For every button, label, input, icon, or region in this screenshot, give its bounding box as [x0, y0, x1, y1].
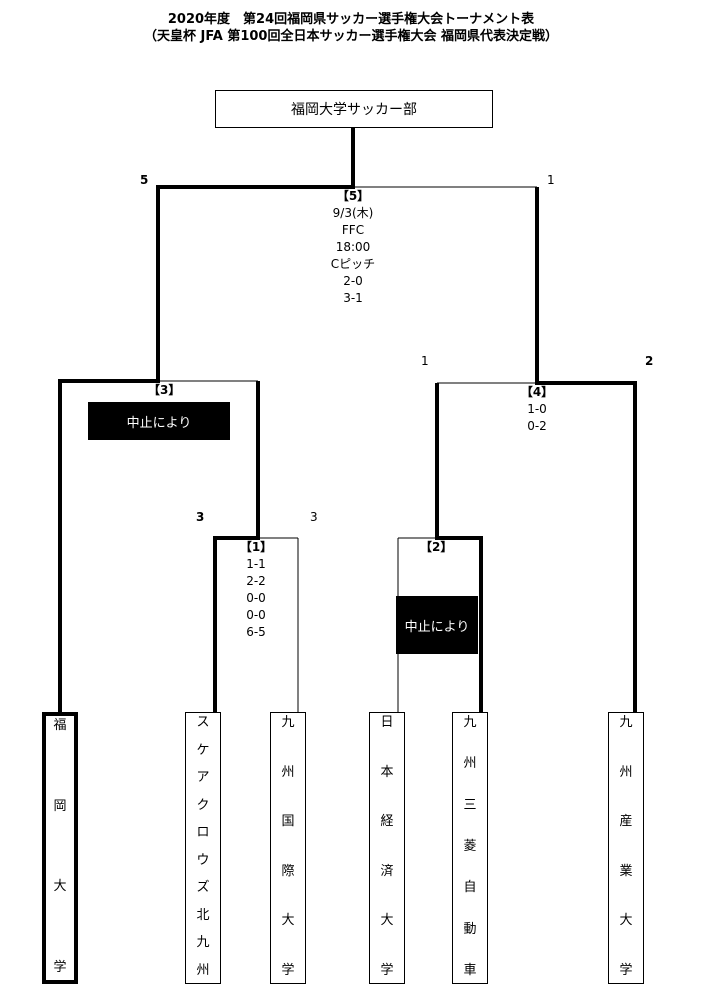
team-char: 業 [619, 863, 633, 879]
team-char: 州 [196, 962, 210, 978]
team-char: ク [196, 797, 210, 813]
semi-right-right-count: 2 [645, 354, 654, 368]
team-char: 大 [53, 879, 67, 895]
team-char: 国 [281, 814, 295, 830]
qf1-score-1: 1-1 [246, 557, 266, 571]
page-title: 2020年度 第24回福岡県サッカー選手権大会トーナメント表 [167, 12, 535, 27]
qf1-score-5: 6-5 [246, 625, 266, 639]
qf1-score-4: 0-0 [246, 608, 266, 622]
team-char: 九 [196, 935, 210, 951]
team-char: 際 [281, 863, 295, 879]
team-char: 福 [53, 718, 67, 733]
team-char: 州 [619, 764, 633, 780]
qf1-left-count: 3 [196, 510, 205, 524]
winner-box: 福岡大学サッカー部 [215, 90, 493, 128]
team-char: ズ [196, 880, 210, 896]
team-char: 動 [463, 921, 477, 937]
semi-right-left-count: 1 [421, 354, 429, 368]
qf2-match-label: 【2】 [420, 540, 453, 554]
final-match-label: 【5】 [336, 189, 370, 203]
team-char: 大 [380, 913, 394, 929]
team-char: 九 [619, 715, 633, 730]
team-char: 菱 [463, 838, 477, 854]
final-pitch: Cピッチ [330, 257, 376, 271]
team-char: 州 [463, 756, 477, 772]
final-left-count: 5 [140, 173, 149, 187]
team-char: 済 [380, 863, 394, 879]
final-time: 18:00 [335, 240, 371, 254]
final-date: 9/3(木) [332, 206, 374, 220]
team-char: ア [196, 770, 210, 786]
semi-right-match-label: 【4】 [520, 385, 554, 399]
team-char: ス [196, 715, 210, 730]
team-box-fukuoka-univ: 福 岡 大 学 [42, 712, 78, 984]
team-char: 九 [281, 715, 295, 730]
qf2-note: 中止により [396, 596, 478, 654]
semi-left-match-label: 【3】 [148, 383, 181, 397]
team-box-sukeakurouzu: ス ケ ア ク ロ ウ ズ 北 九 州 [185, 712, 221, 984]
team-char: 車 [463, 962, 477, 978]
team-box-kyushu-mitsubishi: 九 州 三 菱 自 動 車 [452, 712, 488, 984]
semi-right-score-2: 0-2 [527, 419, 547, 433]
final-score-1: 2-0 [343, 274, 363, 288]
team-char: 産 [619, 814, 633, 830]
team-char: 学 [281, 962, 295, 978]
final-right-count: 1 [547, 173, 555, 187]
team-char: ケ [196, 742, 210, 758]
semi-right-info: 【4】 1-0 0-2 [507, 384, 567, 435]
team-char: 学 [53, 959, 67, 975]
team-char: 大 [281, 913, 295, 929]
team-char: ロ [196, 825, 210, 841]
team-char: 経 [380, 814, 394, 830]
team-char: 岡 [53, 798, 67, 814]
semi-left-note: 中止により [88, 402, 230, 440]
qf1-right-count: 3 [310, 510, 318, 524]
team-char: 自 [463, 880, 477, 896]
team-char: 本 [380, 764, 394, 780]
team-char: 大 [619, 913, 633, 929]
team-char: 学 [619, 962, 633, 978]
qf1-score-2: 2-2 [246, 574, 266, 588]
final-score-2: 3-1 [343, 291, 363, 305]
qf1-score-3: 0-0 [246, 591, 266, 605]
team-char: 三 [463, 797, 477, 813]
qf1-match-label: 【1】 [239, 540, 273, 554]
page-subtitle: （天皇杯 JFA 第100回全日本サッカー選手権大会 福岡県代表決定戦） [143, 29, 558, 44]
semi-right-score-1: 1-0 [527, 402, 547, 416]
team-char: 九 [463, 715, 477, 730]
qf1-info: 【1】 1-1 2-2 0-0 0-0 6-5 [226, 539, 286, 641]
final-info: 【5】 9/3(木) FFC 18:00 Cピッチ 2-0 3-1 [313, 188, 393, 307]
final-venue: FFC [341, 223, 365, 237]
team-box-kyushu-sangyo: 九 州 産 業 大 学 [608, 712, 644, 984]
team-char: 学 [380, 962, 394, 978]
team-box-nihon-keizai: 日 本 経 済 大 学 [369, 712, 405, 984]
team-box-kyushu-kokusai: 九 州 国 際 大 学 [270, 712, 306, 984]
team-char: 日 [380, 715, 394, 730]
team-char: 北 [196, 907, 210, 923]
team-char: 州 [281, 764, 295, 780]
team-char: ウ [196, 852, 210, 868]
